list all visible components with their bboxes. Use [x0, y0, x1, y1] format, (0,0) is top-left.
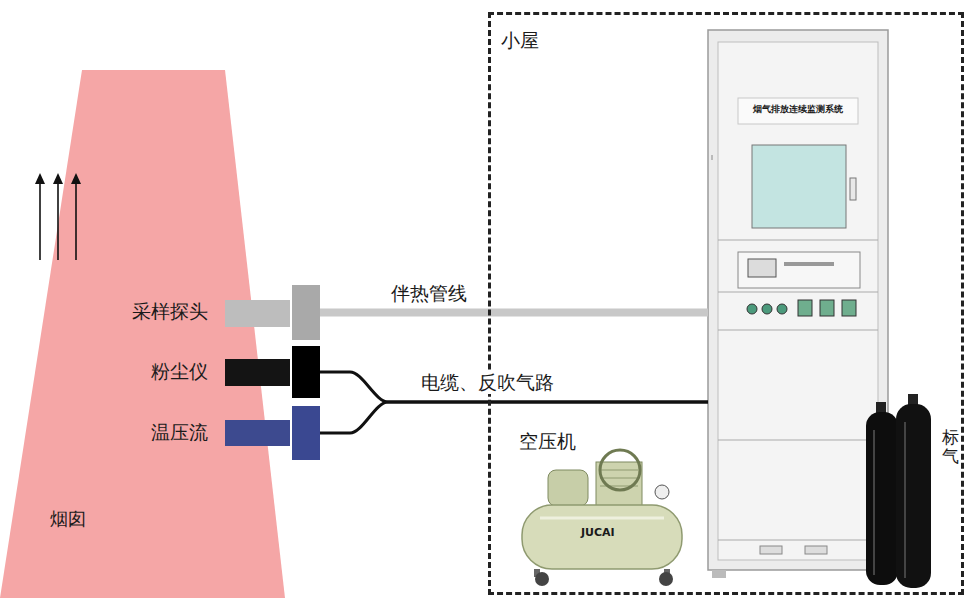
cems-cabinet-part — [712, 570, 726, 578]
air-compressor-part — [600, 450, 640, 490]
air-compressor-part — [535, 572, 549, 586]
air-compressor-part — [600, 478, 638, 479]
flow-arrow — [71, 173, 81, 184]
connector — [320, 402, 708, 433]
cems-cabinet-part — [718, 292, 878, 293]
cems-cabinet-part — [784, 262, 834, 266]
dust-meter-body — [225, 359, 290, 386]
cems-cabinet-part — [748, 259, 776, 277]
room: 小屋烟气排放连续监测系统空压机 JUCAI 标气 — [488, 12, 964, 595]
cems-cabinet-part — [718, 42, 878, 560]
air-compressor-part — [659, 572, 673, 586]
gas-cylinders: 标气 — [862, 398, 960, 586]
cems-cabinet-part — [760, 546, 782, 554]
sampling-probe-body — [225, 300, 290, 327]
cems-cabinet-part — [777, 304, 787, 314]
flow-meter-body — [292, 406, 320, 460]
gas-cylinders-part — [896, 404, 931, 588]
gas-cylinders-part — [873, 430, 875, 575]
brand-label: JUCAI — [581, 526, 615, 539]
chimney: 烟囱 — [0, 70, 285, 598]
node-label: 空压机 — [519, 430, 576, 453]
cems-cabinet-part — [805, 546, 827, 554]
cems-cabinet-part — [752, 145, 846, 228]
dust-meter-body — [292, 346, 320, 398]
dust-meter: 粉尘仪 — [108, 346, 320, 398]
chimney-outline-part — [0, 70, 285, 598]
flow-arrow — [53, 173, 63, 184]
cems-cabinet-part — [708, 30, 888, 570]
air-compressor-part — [600, 470, 638, 471]
flow-meter: 温压流 — [108, 406, 320, 460]
cems-cabinet-part — [712, 155, 713, 160]
cems-cabinet-part — [718, 240, 878, 241]
cems-cabinet-part — [820, 300, 834, 316]
sampling-probe: 采样探头 — [108, 285, 320, 340]
flow-arrow — [35, 173, 45, 184]
cems-cabinet-part — [718, 540, 878, 541]
air-compressor: 空压机 JUCAI — [515, 430, 685, 580]
gas-cylinders-part — [866, 412, 898, 585]
node-label: 小屋 — [501, 29, 539, 52]
connector — [320, 372, 708, 402]
cems-cabinet-part — [842, 300, 856, 316]
node-label: 温压流 — [108, 421, 208, 444]
air-compressor-part — [548, 470, 588, 506]
edge-label: 伴热管线 — [388, 282, 470, 305]
cems-cabinet-part — [798, 300, 812, 316]
sampling-probe-body — [292, 285, 320, 340]
chimney-outline — [0, 70, 285, 598]
air-compressor — [522, 450, 682, 586]
air-compressor-part — [540, 517, 664, 520]
node-label: 烟气排放连续监测系统 — [708, 104, 888, 115]
cems-cabinet: 烟气排放连续监测系统 — [708, 30, 888, 570]
node-label: 烟囱 — [50, 508, 86, 530]
cems-cabinet-part — [718, 330, 878, 331]
cems-cabinet-part — [738, 252, 860, 288]
edge-label: 电缆、反吹气路 — [418, 371, 557, 394]
flow-arrow — [57, 180, 59, 260]
cems-cabinet-part — [850, 178, 856, 200]
node-label: 粉尘仪 — [108, 360, 208, 383]
node-label: 采样探头 — [108, 300, 208, 323]
flow-arrow — [39, 180, 41, 260]
cems-cabinet — [708, 30, 888, 578]
air-compressor-part — [655, 485, 669, 499]
flow-arrow — [75, 180, 77, 260]
gas-cylinders-part — [904, 422, 906, 578]
cems-cabinet-part — [747, 304, 757, 314]
node-label: 标气 — [942, 428, 959, 465]
air-compressor-part — [522, 505, 682, 569]
flow-meter-body — [225, 420, 290, 446]
cems-cabinet-part — [762, 304, 772, 314]
cems-cabinet-part — [718, 440, 878, 441]
gas-cylinders — [866, 394, 931, 588]
connector — [320, 309, 708, 317]
